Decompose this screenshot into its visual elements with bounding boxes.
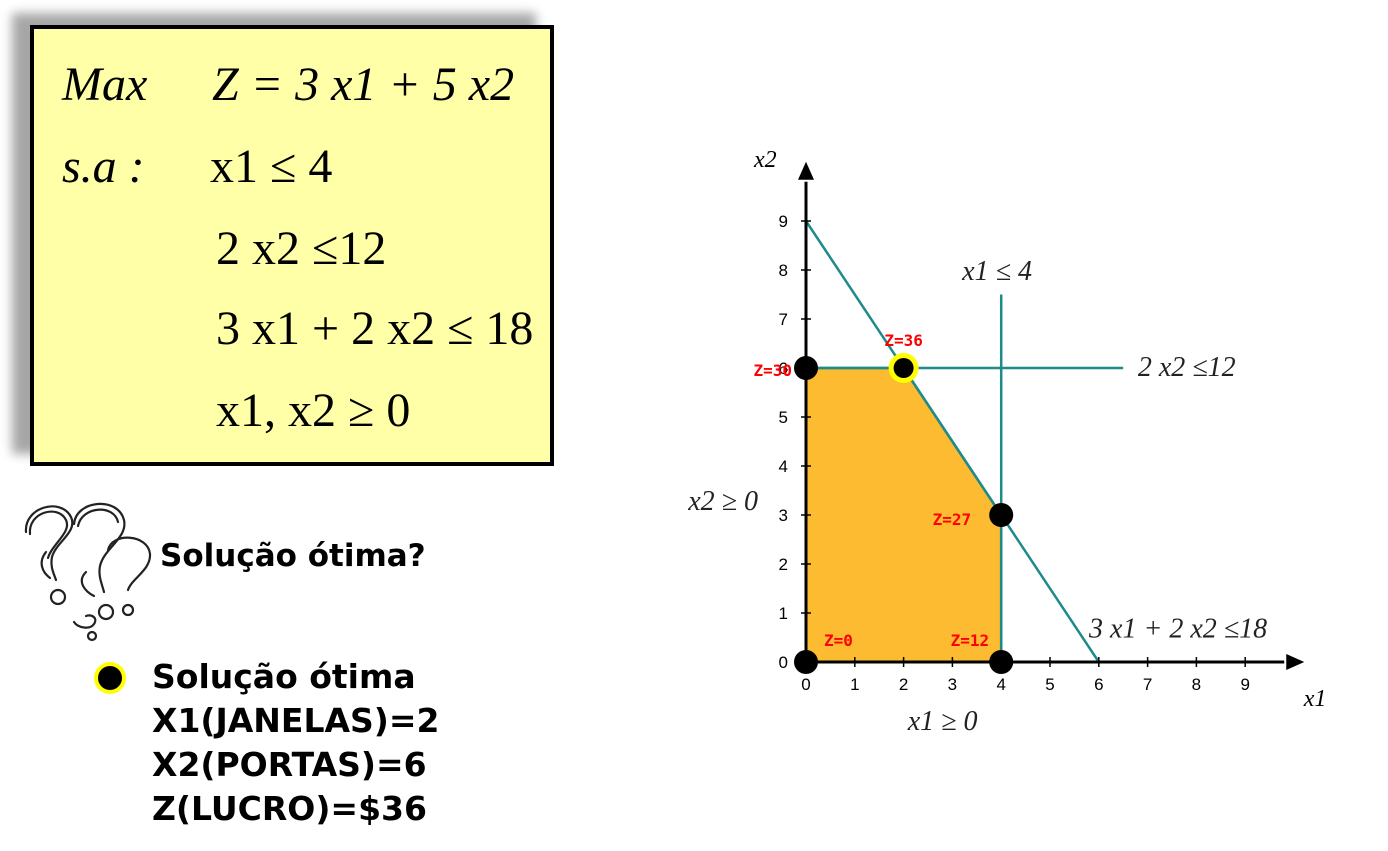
- feasible-region: [804, 366, 1003, 664]
- x-tick-label: 7: [1143, 675, 1152, 694]
- max-label: Max: [62, 58, 148, 111]
- x-axis-arrow: [1286, 654, 1305, 670]
- vertex-z-label: Z=30: [753, 361, 792, 380]
- vertex-point: [893, 358, 914, 378]
- lp-model-box: Max Z = 3 x1 + 5 x2 s.a : x1 ≤ 4 2 x2 ≤1…: [30, 25, 554, 466]
- vertex-point: [794, 356, 818, 380]
- constraint-line-3: [804, 220, 1100, 663]
- y-tick-label: 3: [779, 506, 788, 525]
- x-axis-label: x1: [1303, 686, 1327, 712]
- y-tick-label: 1: [779, 604, 788, 623]
- y-tick-label: 4: [779, 457, 788, 476]
- x-tick-label: 2: [899, 675, 908, 694]
- vertex-z-label: Z=0: [824, 631, 853, 650]
- x-tick-label: 6: [1094, 675, 1103, 694]
- vertex-point: [989, 503, 1014, 527]
- solution-z: Z(LUCRO)=$36: [152, 789, 427, 828]
- y-tick-label: 6: [779, 359, 788, 378]
- constraint-label-2: 2 x2 ≤12: [1138, 352, 1236, 383]
- solution-x1: X1(JANELAS)=2: [152, 701, 440, 740]
- vertex-z-label: Z=36: [884, 331, 923, 350]
- x-tick-label: 0: [801, 675, 810, 694]
- x-tick-label: 3: [948, 675, 957, 694]
- x-tick-label: 9: [1240, 675, 1249, 694]
- vertex-z-label: Z=12: [951, 631, 990, 650]
- constraint-label-1: x1 ≤ 4: [961, 256, 1032, 287]
- vertex-point: [989, 650, 1014, 674]
- y-tick-label: 5: [779, 408, 788, 427]
- y-axis-label: x2: [753, 150, 777, 173]
- vertex-z-label: Z=27: [933, 510, 972, 529]
- y-tick-label: 7: [779, 310, 788, 329]
- st-label: s.a :: [62, 140, 145, 193]
- x-tick-label: 4: [996, 675, 1005, 694]
- y-tick-label: 8: [779, 261, 788, 280]
- optimal-point-legend-icon: [94, 662, 126, 694]
- x-tick-label: 1: [850, 675, 859, 694]
- constraint-1: x1 ≤ 4: [210, 140, 333, 193]
- constraint-label-4: x2 ≥ 0: [687, 486, 758, 517]
- objective-function: Z = 3 x1 + 5 x2: [212, 57, 514, 113]
- constraint-2: 2 x2 ≤12: [216, 222, 387, 275]
- y-tick-label: 9: [779, 212, 788, 231]
- question-marks-icon: [24, 502, 152, 642]
- constraint-3: 3 x1 + 2 x2 ≤ 18: [216, 302, 534, 355]
- feasible-region-chart: 0 1 2 3 4 5 6 7 8 9 0 1 2 3 4 5 6 7 8 9 x1 x2 x1 ≤ 4 2 x2 ≤12 3 …: [687, 150, 1327, 737]
- x-tick-label: 8: [1192, 675, 1201, 694]
- solution-title: Solução ótima: [152, 657, 416, 696]
- question-text: Solução ótima?: [160, 538, 426, 574]
- solution-x2: X2(PORTAS)=6: [152, 745, 427, 784]
- constraint-label-3: 3 x1 + 2 x2 ≤18: [1088, 614, 1267, 645]
- y-tick-label: 2: [779, 555, 788, 574]
- x-tick-label: 5: [1045, 675, 1054, 694]
- constraint-4: x1, x2 ≥ 0: [216, 384, 411, 437]
- y-axis-arrow: [798, 161, 814, 180]
- objective-text: Z = 3 x1 + 5 x2: [212, 58, 515, 111]
- constraint-label-5: x1 ≥ 0: [907, 706, 978, 737]
- vertex-point: [794, 650, 818, 674]
- y-tick-label: 0: [779, 653, 788, 672]
